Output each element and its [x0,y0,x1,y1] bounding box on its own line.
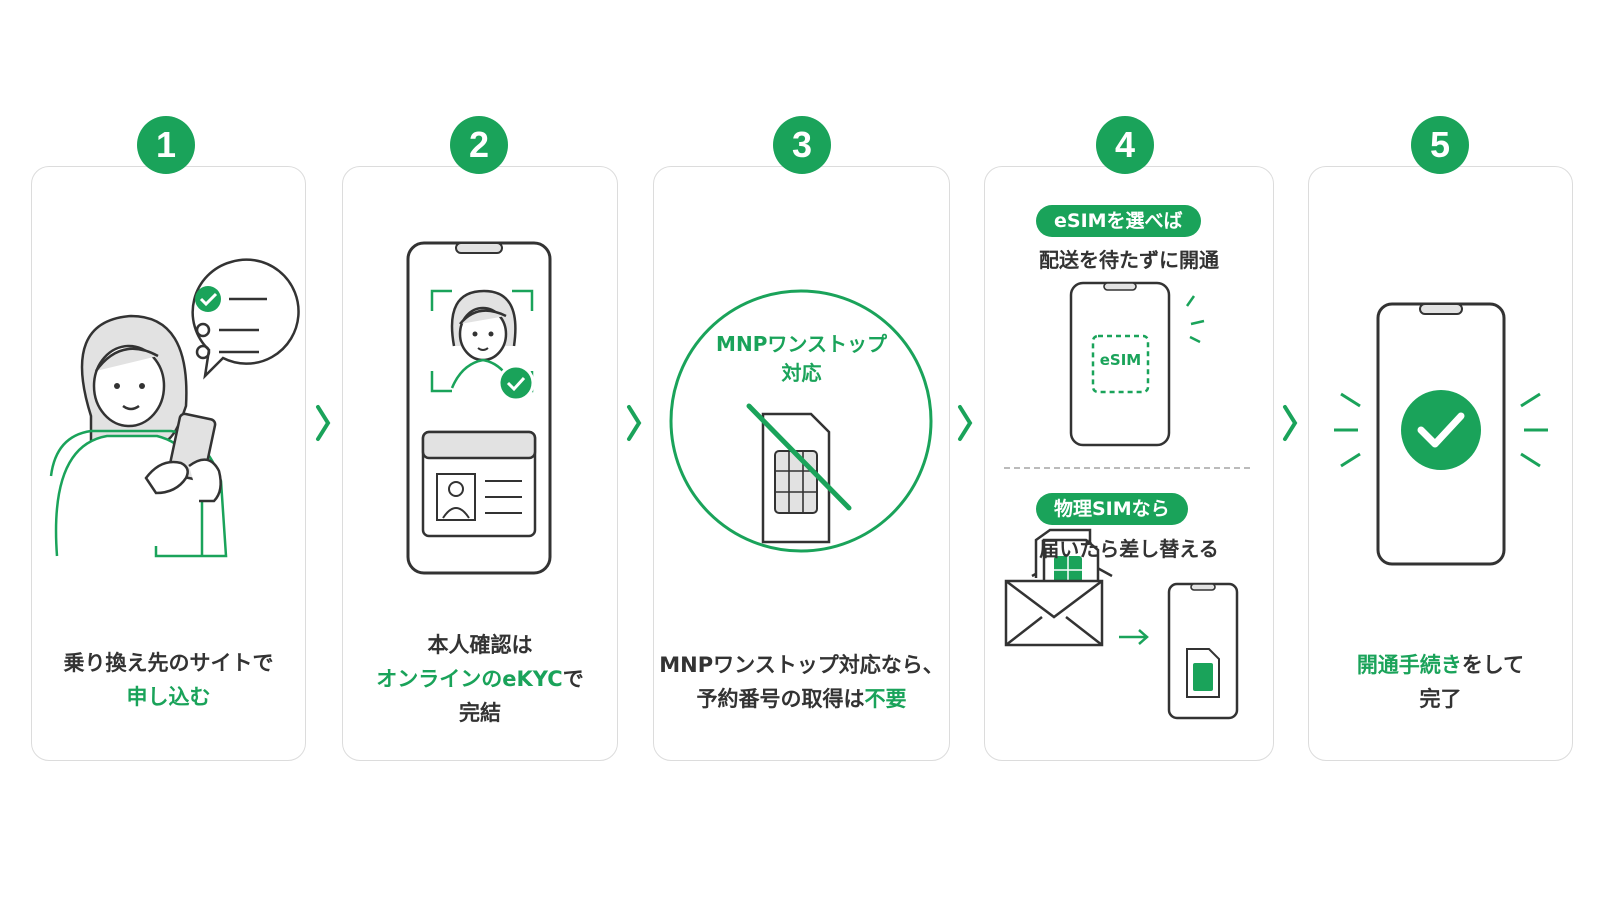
step-1-caption-line1: 乗り換え先のサイトで [63,651,274,675]
step-2-caption: 本人確認は オンラインのeKYCで 完結 [342,628,618,730]
chevron-right-icon [627,405,642,441]
step-2-caption-highlight: オンラインのeKYC [376,667,563,691]
step-5-caption-suffix: をして [1461,653,1525,677]
chevron-right-icon [1283,405,1298,441]
step-5-caption-highlight: 開通手続き [1356,653,1462,677]
step-2-caption-line3: 完結 [459,701,501,725]
step-1-caption: 乗り換え先のサイトで 申し込む [31,646,306,714]
step-3-circle-label-line2: 対応 [781,361,822,385]
step-number-badge-5: 5 [1411,116,1469,174]
step-5-caption-line2: 完了 [1419,687,1462,711]
ekyc-phone-illustration [406,241,552,575]
step-2-caption-line1: 本人確認は [427,633,533,657]
step-3-caption-line2-prefix: 予約番号の取得は [696,687,865,711]
chevron-right-icon [316,405,331,441]
step-3-circle-label-line1: MNPワンストップ [716,332,887,356]
physical-sim-pill: 物理SIMなら [1036,493,1188,525]
person-with-phone-illustration [49,258,300,558]
esim-description: 配送を待たずに開通 [1039,248,1219,272]
mnp-circle-sim-crossed-illustration [669,289,933,553]
esim-chip-label: eSIM [1099,351,1142,369]
step-1-caption-highlight: 申し込む [126,685,211,709]
step-3-caption: MNPワンストップ対応なら、 予約番号の取得は不要 [653,648,950,716]
activation-complete-phone-illustration [1334,302,1548,566]
step-3-circle-label: MNPワンストップ 対応 [653,330,950,388]
step-number-badge-1: 1 [137,116,195,174]
step-number-badge-3: 3 [773,116,831,174]
step-2-caption-suffix: で [562,667,584,691]
step-number-badge-2: 2 [450,116,508,174]
step-3-caption-line1: MNPワンストップ対応なら、 [659,653,944,677]
step-number-badge-4: 4 [1096,116,1154,174]
esim-pill: eSIMを選べば [1036,205,1201,237]
chevron-right-icon [958,405,973,441]
esim-phone-illustration [1004,281,1254,720]
step-3-caption-highlight: 不要 [864,687,907,711]
step-5-caption: 開通手続きをして 完了 [1308,648,1573,716]
physical-sim-description: 届いたら差し替える [1039,537,1219,561]
